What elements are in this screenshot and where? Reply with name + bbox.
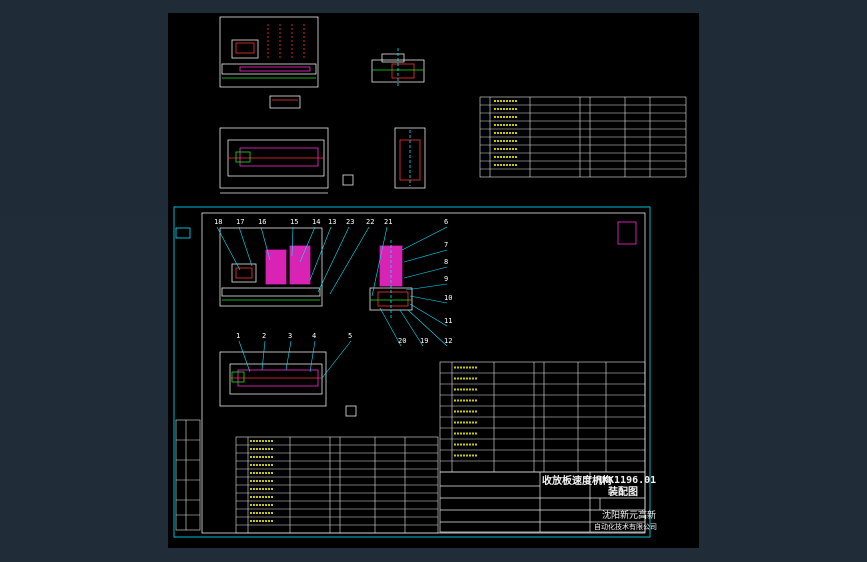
main-plan-view bbox=[219, 351, 357, 417]
bottom-parts-list bbox=[235, 436, 439, 534]
main-side-view bbox=[369, 240, 413, 318]
callout-callouts_top-0: 18 bbox=[214, 218, 223, 226]
drawing-type: 装配图 bbox=[608, 487, 638, 498]
callout-callouts_right-2: 8 bbox=[444, 258, 449, 266]
top-side-view bbox=[371, 48, 425, 88]
top-front-view bbox=[219, 16, 319, 109]
callout-callouts_top-1: 17 bbox=[236, 218, 245, 226]
callout-callouts_mid-0: 20 bbox=[398, 337, 407, 345]
callout-callouts_top-5: 13 bbox=[328, 218, 337, 226]
callout-callouts_bottom-0: 1 bbox=[236, 332, 241, 340]
top-plan-view bbox=[219, 127, 354, 194]
drawing-number: MKK1196.01 bbox=[596, 475, 657, 486]
callout-callouts_top-4: 14 bbox=[312, 218, 321, 226]
title-block-frame bbox=[439, 471, 646, 533]
callout-callouts_top-8: 21 bbox=[384, 218, 393, 226]
company-name-line2: 自动化技术有限公司 bbox=[594, 523, 657, 531]
callout-callouts_bottom-2: 3 bbox=[288, 332, 293, 340]
drawing-canvas[interactable] bbox=[168, 13, 699, 548]
right-parts-list bbox=[439, 361, 646, 473]
callout-callouts_top-3: 15 bbox=[290, 218, 299, 226]
callout-callouts_top-2: 16 bbox=[258, 218, 267, 226]
callout-callouts_right-4: 10 bbox=[444, 294, 453, 302]
top-parts-list bbox=[479, 96, 687, 178]
callout-callouts_mid-1: 19 bbox=[420, 337, 429, 345]
callout-callouts_right-6: 12 bbox=[444, 337, 453, 345]
callout-callouts_top-6: 23 bbox=[346, 218, 355, 226]
callout-callouts_right-1: 7 bbox=[444, 241, 449, 249]
part-name: 收放板速度机构 bbox=[542, 476, 612, 487]
main-front-view bbox=[219, 227, 323, 307]
callout-callouts_bottom-4: 5 bbox=[348, 332, 353, 340]
top-section-view bbox=[394, 127, 426, 189]
callout-callouts_right-5: 11 bbox=[444, 317, 453, 325]
callout-callouts_bottom-3: 4 bbox=[312, 332, 317, 340]
main-sheet-border bbox=[173, 206, 651, 538]
callout-callouts_right-0: 6 bbox=[444, 218, 449, 226]
company-name-line1: 沈阳新元高新 bbox=[602, 511, 657, 521]
revision-strip bbox=[175, 419, 201, 531]
callout-callouts_top-7: 22 bbox=[366, 218, 375, 226]
callout-callouts_right-3: 9 bbox=[444, 275, 449, 283]
callout-callouts_bottom-1: 2 bbox=[262, 332, 267, 340]
